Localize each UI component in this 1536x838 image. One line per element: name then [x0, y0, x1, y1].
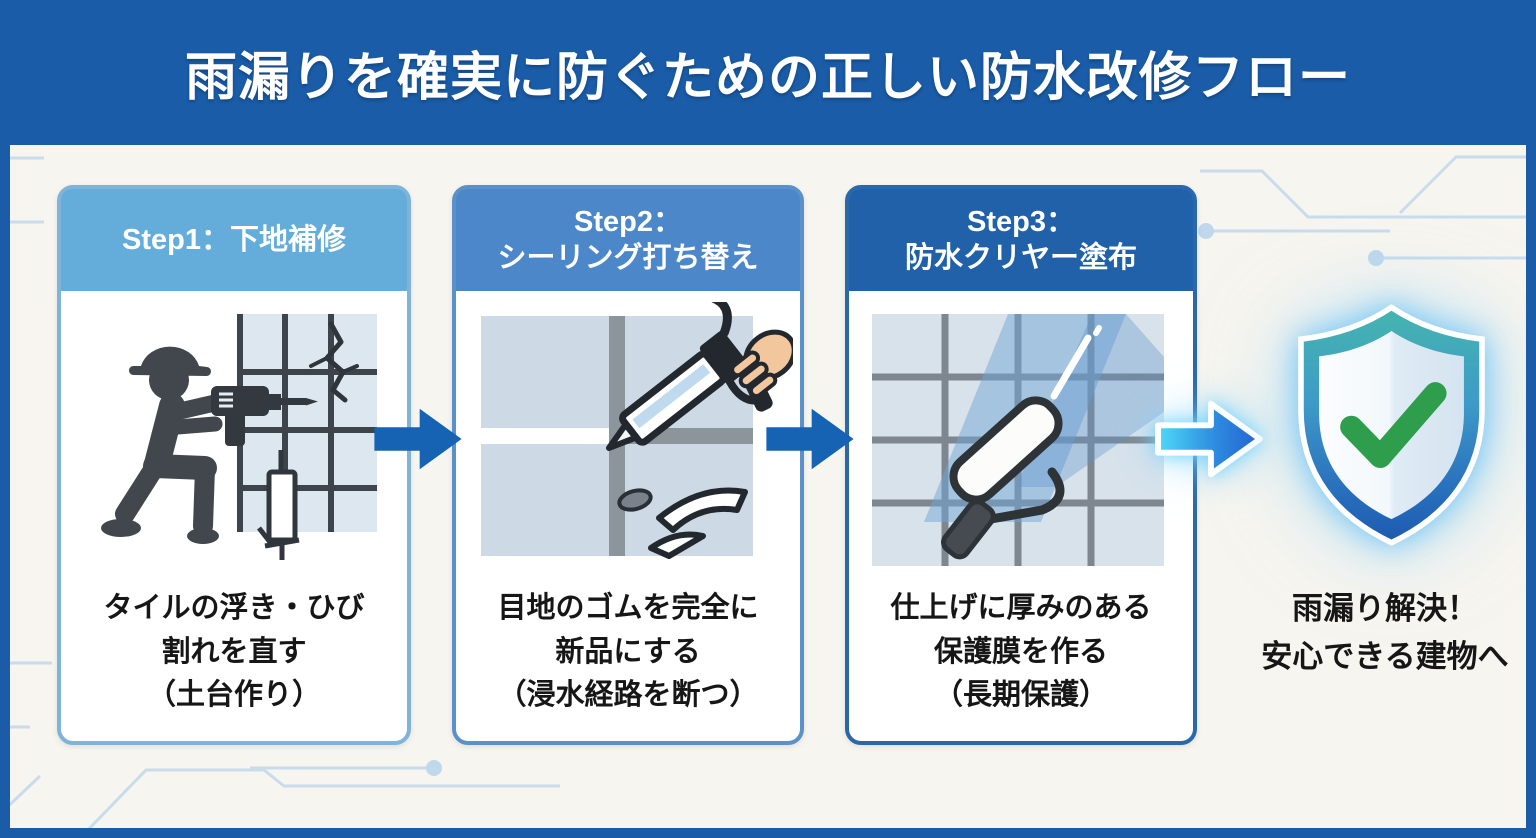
paint-roller-icon [872, 313, 1164, 566]
step1-header: Step1：下地補修 [61, 189, 407, 291]
step3-illustration [849, 291, 1193, 583]
title-banner: 雨漏りを確実に防ぐための正しい防水改修フロー [0, 0, 1536, 145]
step-card-2: Step2： シーリング打ち替え [452, 185, 804, 745]
caulking-gun-icon [481, 301, 793, 559]
step1-illustration [61, 291, 407, 583]
result-label: 雨漏り解決！ 安心できる建物へ [1261, 591, 1509, 675]
step2-illustration [456, 291, 800, 583]
shield-check-icon [1284, 300, 1499, 557]
flow-arrow-icon [374, 408, 462, 470]
step1-description: タイルの浮き・ひび 割れを直す （土台作り） [103, 592, 365, 711]
step-card-3: Step3： 防水クリヤー塗布 [845, 185, 1197, 745]
result-arrow-icon [1155, 400, 1263, 478]
step2-header: Step2： シーリング打ち替え [456, 189, 800, 291]
step-card-1: Step1：下地補修 [57, 185, 411, 745]
page-title: 雨漏りを確実に防ぐための正しい防水改修フロー [184, 49, 1351, 107]
step2-description: 目地のゴムを完全に 新品にする （浸水経路を断つ） [497, 592, 759, 711]
step3-header: Step3： 防水クリヤー塗布 [849, 189, 1193, 291]
flow-arrow-icon [766, 408, 854, 470]
step3-description: 仕上げに厚みのある 保護膜を作る （長期保護） [890, 592, 1152, 711]
worker-drill-icon [101, 313, 377, 560]
